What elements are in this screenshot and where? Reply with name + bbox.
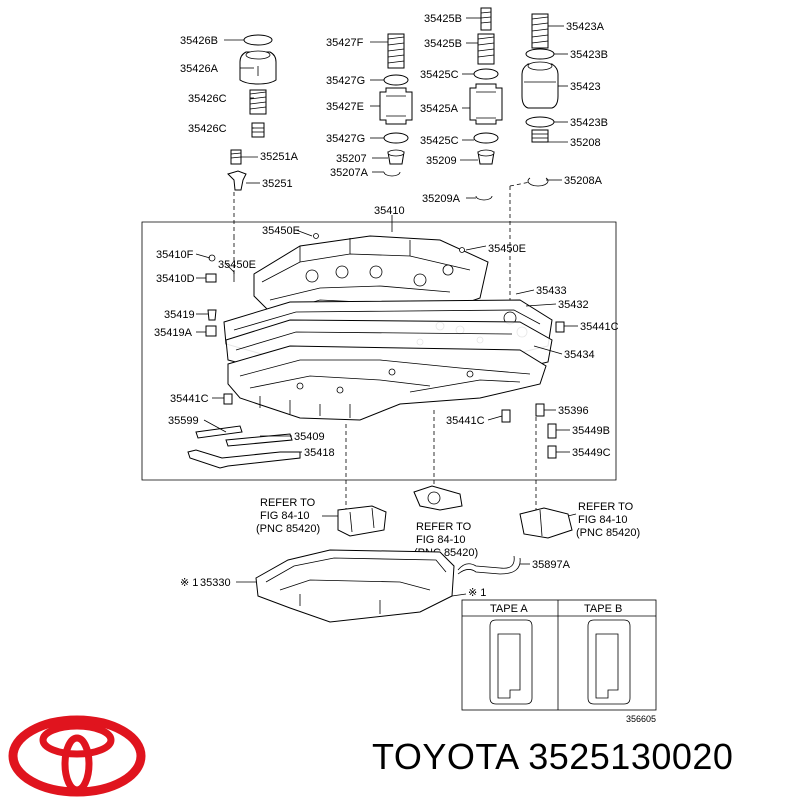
callout-35425A: 35425A: [420, 103, 459, 115]
svg-text:FIG 84-10: FIG 84-10: [260, 510, 310, 522]
svg-text:REFER TO: REFER TO: [578, 501, 634, 513]
toyota-logo: [8, 715, 146, 797]
callout-35209: 35209: [426, 155, 457, 167]
callout-35419: 35419: [164, 309, 195, 321]
callout-note-mark: ※ 1: [468, 587, 486, 599]
callout-35449B: 35449B: [572, 425, 610, 437]
refer-note-left: REFER TO FIG 84-10 (PNC 85420): [256, 497, 320, 535]
part-stack-35423: [521, 13, 559, 187]
tape-table: [461, 599, 657, 711]
callout-35423: 35423: [570, 81, 601, 93]
callout-35207A: 35207A: [330, 167, 369, 179]
valve-body-frame: [141, 221, 617, 481]
callout-35425B: 35425B: [424, 38, 462, 50]
part-stack-35425: [469, 7, 503, 201]
callout-35897A: 35897A: [532, 559, 571, 571]
callout-35423A: 35423A: [566, 21, 605, 33]
callout-35410: 35410: [374, 205, 405, 217]
svg-text:FIG 84-10: FIG 84-10: [578, 514, 628, 526]
callout-35427G: 35427G: [326, 75, 365, 87]
callout-35427G: 35427G: [326, 133, 365, 145]
callout-35418: 35418: [304, 447, 335, 459]
callout-35208: 35208: [570, 137, 601, 149]
solenoid-mid: [413, 485, 463, 511]
svg-text:FIG 84-10: FIG 84-10: [416, 534, 466, 546]
callout-35423B: 35423B: [570, 117, 608, 129]
callout-35433: 35433: [536, 285, 567, 297]
callout-35208A: 35208A: [564, 175, 603, 187]
callout-35423B: 35423B: [570, 49, 608, 61]
callout-35427E: 35427E: [326, 101, 364, 113]
oil-pan: [255, 549, 455, 623]
callout-35251: 35251: [262, 178, 293, 190]
callout-35426A: 35426A: [180, 63, 219, 75]
callout-35450E: 35450E: [262, 225, 300, 237]
callout-35207: 35207: [336, 153, 367, 165]
callout-35425B: 35425B: [424, 13, 462, 25]
callout-35410D: 35410D: [156, 273, 195, 285]
solenoid-right: [519, 507, 573, 539]
callout-35426C: 35426C: [188, 123, 227, 135]
callout-35449C: 35449C: [572, 447, 611, 459]
svg-text:REFER TO: REFER TO: [260, 497, 316, 509]
callout-35409: 35409: [294, 431, 325, 443]
callout-35432: 35432: [558, 299, 589, 311]
svg-text:(PNC 85420): (PNC 85420): [576, 527, 640, 539]
callout-35410F: 35410F: [156, 249, 194, 261]
tape-a-label: TAPE A: [490, 603, 528, 615]
callout-35450E: 35450E: [488, 243, 526, 255]
figure-number: 356605: [626, 714, 656, 724]
callout-note-mark: ※ 1: [180, 577, 198, 589]
brand-caption: TOYOTA 3525130020: [372, 736, 733, 778]
callout-35426C: 35426C: [188, 93, 227, 105]
callout-35425C: 35425C: [420, 135, 459, 147]
svg-text:(PNC 85420): (PNC 85420): [256, 523, 320, 535]
oil-tube-35897A: [457, 555, 521, 575]
callout-35427F: 35427F: [326, 37, 364, 49]
callout-35425C: 35425C: [420, 69, 459, 81]
tape-b-label: TAPE B: [584, 603, 622, 615]
callout-35251A: 35251A: [260, 151, 299, 163]
svg-text:REFER TO: REFER TO: [416, 521, 472, 533]
callout-35209A: 35209A: [422, 193, 461, 205]
solenoid-left: [337, 505, 387, 537]
callout-35426B: 35426B: [180, 35, 218, 47]
callout-35419A: 35419A: [154, 327, 193, 339]
part-stack-35427: [379, 33, 413, 177]
part-stack-35426: [227, 34, 277, 191]
callout-35450E: 35450E: [218, 259, 256, 271]
brand-name: TOYOTA: [372, 736, 518, 777]
refer-note-right: REFER TO FIG 84-10 (PNC 85420): [576, 501, 640, 539]
callout-35441C: 35441C: [580, 321, 619, 333]
callout-35441C: 35441C: [170, 393, 209, 405]
part-number: 3525130020: [528, 736, 734, 777]
lower-valve-body: [227, 345, 547, 421]
callout-35396: 35396: [558, 405, 589, 417]
callout-35441C: 35441C: [446, 415, 485, 427]
callout-35434: 35434: [564, 349, 595, 361]
callout-35330: 35330: [200, 577, 231, 589]
callout-35599: 35599: [168, 415, 199, 427]
